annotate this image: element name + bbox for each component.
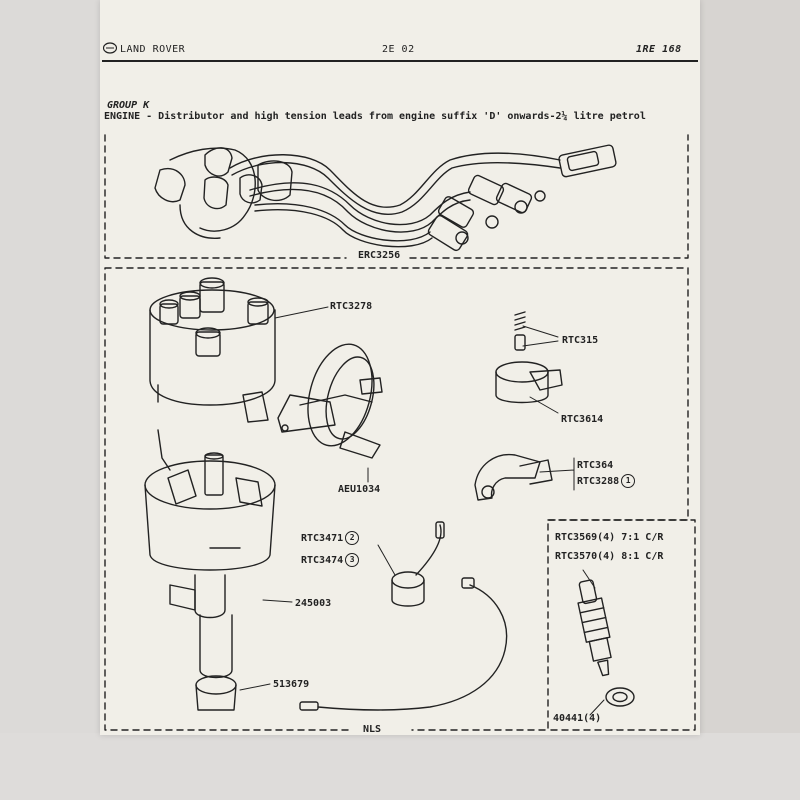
background-left bbox=[0, 0, 100, 800]
ht-leads-drawing bbox=[154, 144, 617, 252]
part-label-washer: 40441(4) bbox=[553, 713, 602, 724]
page-title: ENGINE - Distributor and high tension le… bbox=[104, 111, 646, 122]
callout-marker: 3 bbox=[345, 553, 360, 567]
part-label-cap: RTC3278 bbox=[330, 301, 373, 312]
part-label-leads: ERC3256 bbox=[358, 250, 401, 261]
part-label-plug-a: RTC3569(4) 7:1 C/R bbox=[555, 532, 664, 543]
distributor-cap-drawing bbox=[149, 277, 276, 423]
part-label-distributor: 245003 bbox=[295, 598, 332, 609]
vacuum-unit-drawing bbox=[277, 343, 383, 459]
land-rover-logo-icon bbox=[103, 42, 117, 54]
page-reference: 1RE 168 bbox=[636, 44, 682, 55]
contact-set-drawing bbox=[474, 453, 553, 501]
header-rule bbox=[102, 60, 698, 62]
contact-b-text: RTC3288 bbox=[577, 476, 620, 487]
leader-lines bbox=[239, 306, 605, 716]
plug-frame bbox=[547, 519, 696, 731]
condenser-a-text: RTC3471 bbox=[301, 533, 344, 544]
condenser-b-text: RTC3474 bbox=[301, 555, 344, 566]
callout-marker: 2 bbox=[345, 531, 360, 545]
part-label-contact-a: RTC364 bbox=[577, 460, 614, 471]
leads-frame bbox=[104, 134, 689, 259]
catalogue-page bbox=[100, 0, 700, 735]
condenser-drawing bbox=[391, 521, 445, 607]
part-label-rotor-spring: RTC315 bbox=[562, 335, 599, 346]
brand-name: LAND ROVER bbox=[120, 44, 186, 55]
section-number: 2E 02 bbox=[382, 44, 415, 55]
part-label-nls: NLS bbox=[363, 724, 382, 735]
spark-plug-drawing bbox=[577, 579, 635, 707]
distributor-frame bbox=[104, 267, 689, 731]
part-label-drive-gear: 513679 bbox=[273, 679, 310, 690]
part-label-vacuum-unit: AEU1034 bbox=[338, 484, 381, 495]
background-bottom bbox=[0, 733, 800, 800]
group-label: GROUP K bbox=[107, 100, 150, 111]
distributor-body-drawing bbox=[144, 429, 276, 711]
background-right bbox=[700, 0, 800, 800]
callout-marker: 1 bbox=[621, 474, 636, 488]
lt-lead-drawing bbox=[299, 577, 508, 711]
part-label-rotor-arm: RTC3614 bbox=[561, 414, 604, 425]
rotor-parts-drawing bbox=[495, 311, 563, 404]
part-label-plug-b: RTC3570(4) 8:1 C/R bbox=[555, 551, 664, 562]
